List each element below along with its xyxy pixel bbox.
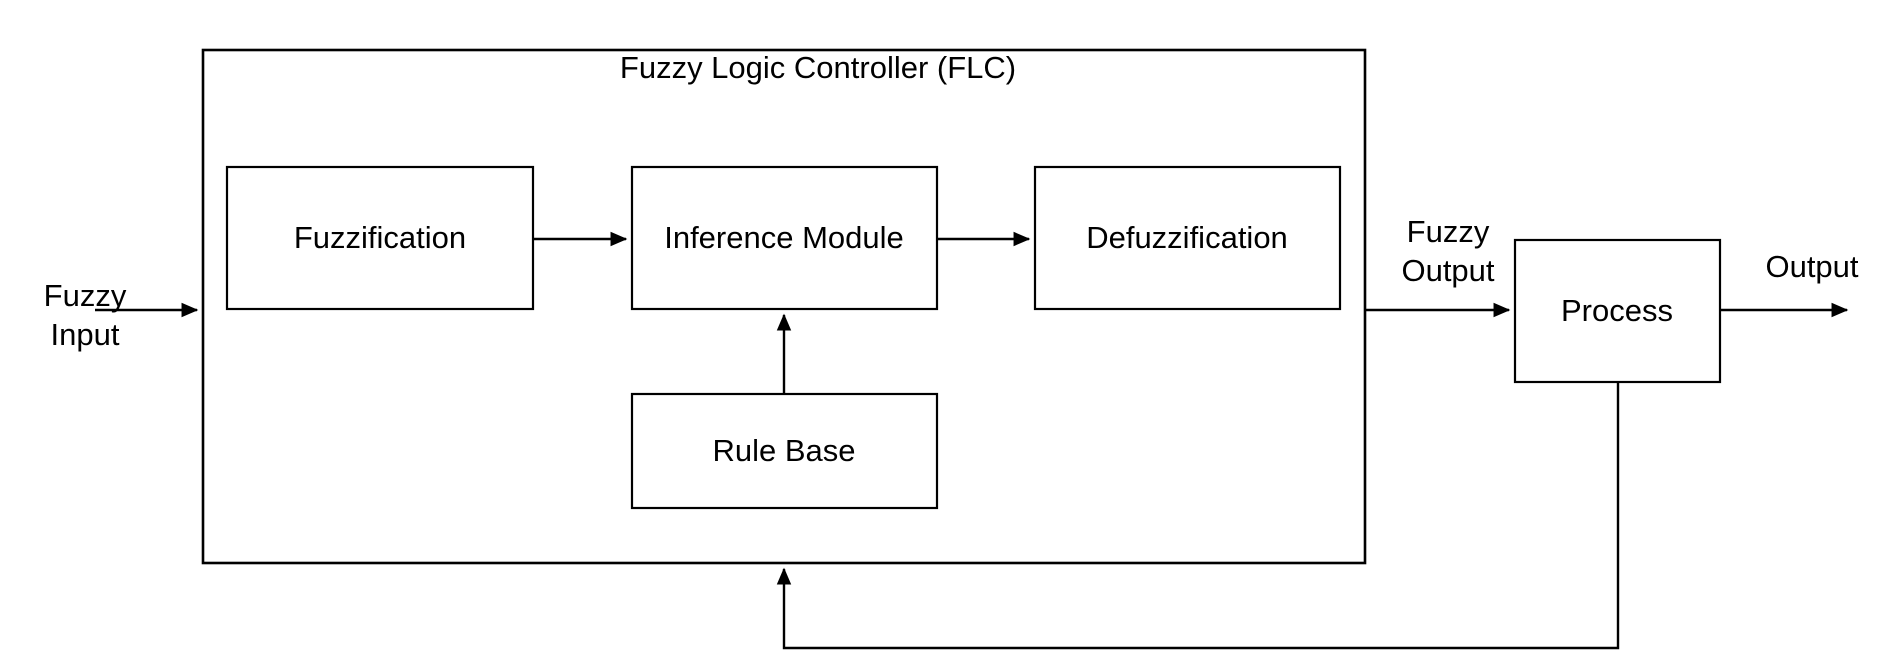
node-inference-module-label: Inference Module xyxy=(664,220,904,255)
edge-label-fuzzy-input-line1: Fuzzy xyxy=(44,278,127,313)
node-inference-module[interactable] xyxy=(630,165,939,311)
node-rule-base-label: Rule Base xyxy=(712,433,855,468)
edge-label-fuzzy-output-line2: Output xyxy=(1401,253,1494,288)
node-fuzzification[interactable] xyxy=(225,165,535,311)
node-defuzzification[interactable] xyxy=(1033,165,1342,311)
edge-process-feedback-to-flc xyxy=(776,382,1620,650)
node-process-label: Process xyxy=(1561,293,1673,328)
node-fuzzification-label: Fuzzification xyxy=(294,220,466,255)
edge-label-fuzzy-output-line1: Fuzzy xyxy=(1407,214,1490,249)
node-defuzzification-label: Defuzzification xyxy=(1086,220,1288,255)
fuzzy-logic-controller-container xyxy=(201,48,1367,565)
edge-label-output: Output xyxy=(1765,249,1858,284)
node-rule-base[interactable] xyxy=(630,392,939,510)
fuzzy-logic-controller-title: Fuzzy Logic Controller (FLC) xyxy=(620,50,1016,85)
edge-label-fuzzy-input-line2: Input xyxy=(51,317,120,352)
